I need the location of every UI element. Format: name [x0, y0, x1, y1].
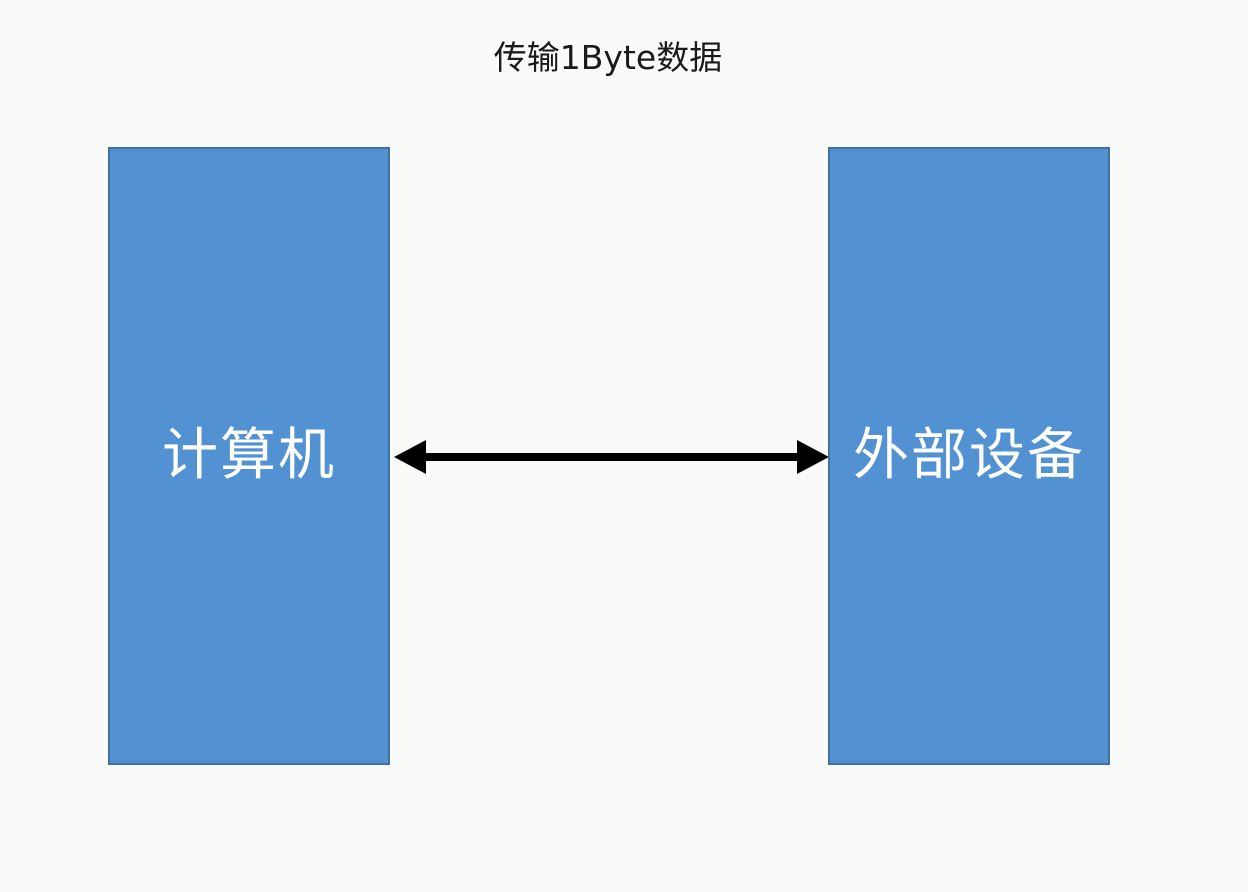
bidirectional-arrow — [394, 440, 829, 474]
diagram-title: 传输1Byte数据 — [493, 38, 723, 77]
node-computer-label: 计算机 — [162, 423, 336, 488]
node-computer: 计算机 — [108, 147, 390, 765]
node-external-device: 外部设备 — [828, 147, 1110, 765]
node-external-device-label: 外部设备 — [853, 423, 1085, 488]
